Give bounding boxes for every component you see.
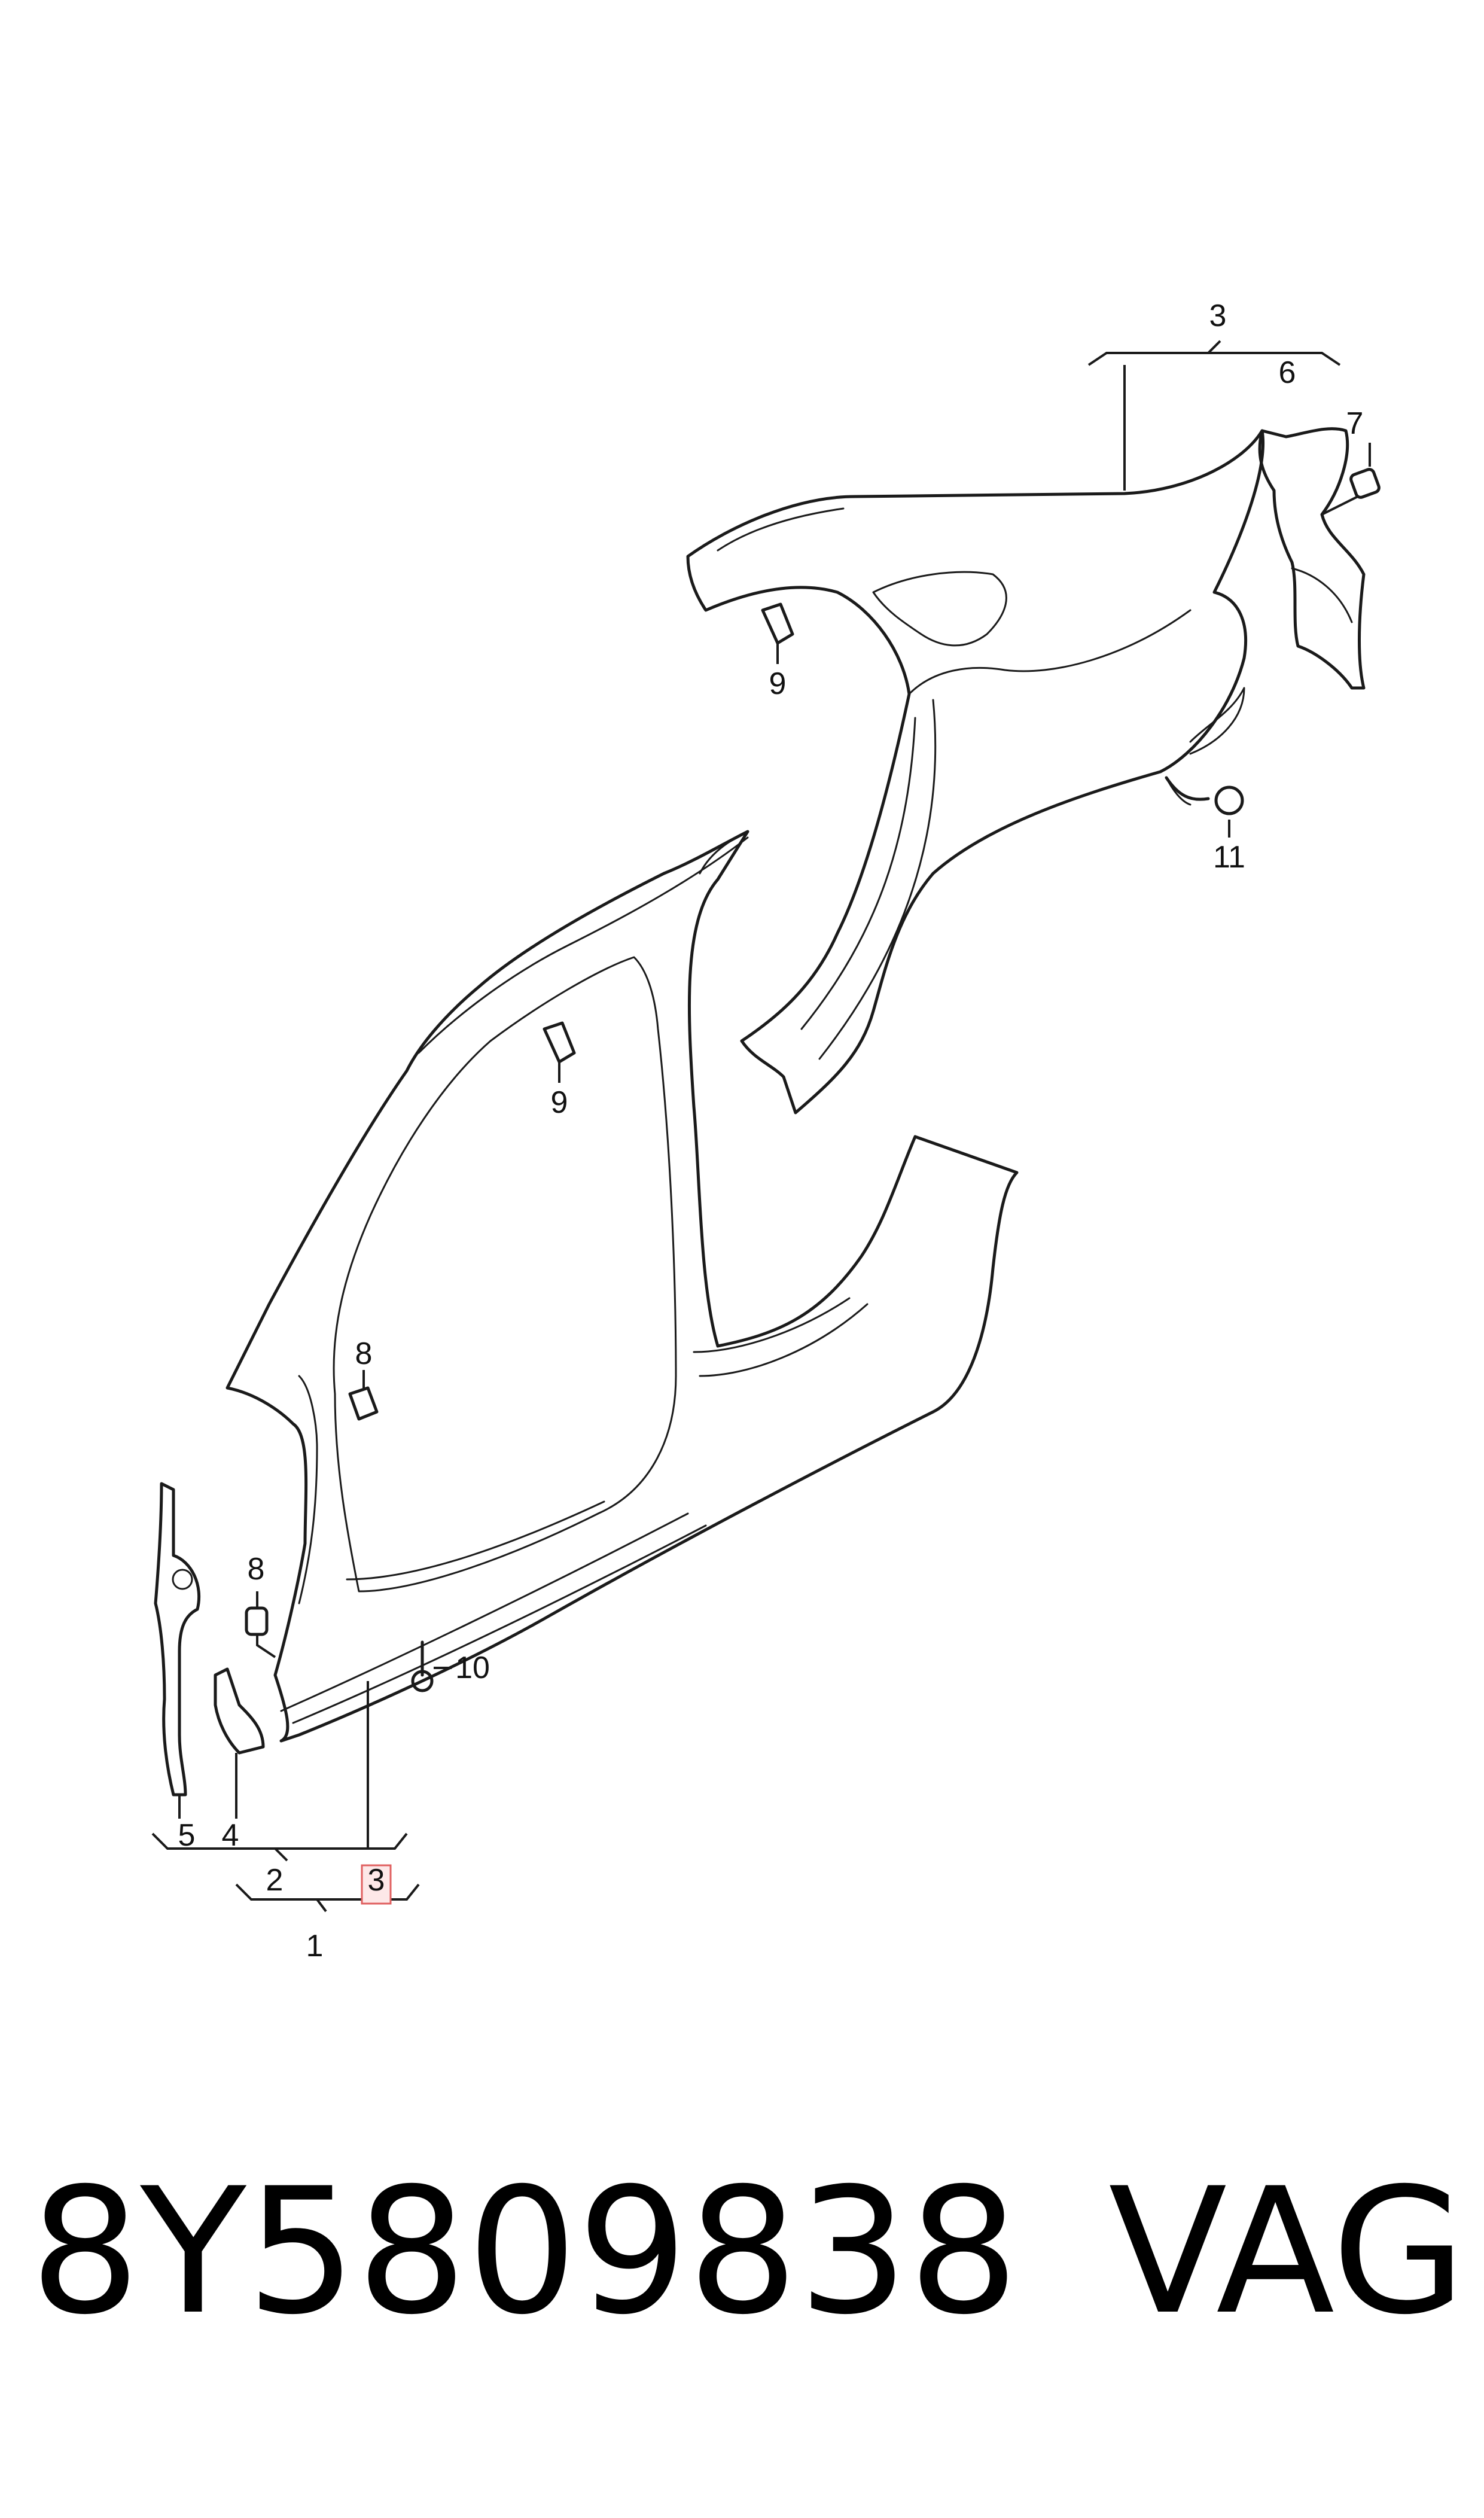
nut-part-11 <box>1165 776 1244 838</box>
side-panel-frame <box>226 830 1019 1743</box>
bracket-part-6 <box>1258 427 1366 690</box>
callout-7: 7 <box>1346 406 1364 441</box>
screw-part-10 <box>411 1640 452 1692</box>
callout-5: 5 <box>178 1818 196 1853</box>
callout-8-upper: 8 <box>355 1336 373 1371</box>
rear-quarter-panel <box>686 429 1265 1115</box>
screw-part-7 <box>1349 443 1381 499</box>
bracket-part-5 <box>154 1482 201 1819</box>
callout-9-upper: 9 <box>769 666 787 701</box>
bolt-part-8-lower <box>245 1591 276 1658</box>
callout-1: 1 <box>306 1929 324 1963</box>
callout-10: 10 <box>455 1651 490 1685</box>
footer: 8Y5809838 VAG <box>0 2166 1484 2405</box>
callout-2: 2 <box>266 1863 284 1898</box>
callout-11: 11 <box>1213 840 1245 875</box>
brand-label: VAG <box>1108 2151 1466 2353</box>
bolt-part-8-upper <box>348 1370 379 1421</box>
callout-9-lower: 9 <box>551 1085 568 1120</box>
part-number: 8Y5809838 <box>30 2151 1019 2353</box>
bracket-part-4 <box>214 1667 265 1819</box>
callout-3-bottom: 3 <box>368 1863 385 1898</box>
callout-3-top: 3 <box>1209 299 1227 333</box>
callout-6: 6 <box>1279 355 1296 390</box>
leader-lines <box>151 340 1341 1913</box>
callout-4: 4 <box>222 1818 239 1853</box>
highlight-box <box>361 1864 392 1905</box>
rivet-part-9-lower <box>543 1021 576 1083</box>
rivet-part-9-upper <box>761 602 794 664</box>
callout-8-lower: 8 <box>248 1552 265 1587</box>
